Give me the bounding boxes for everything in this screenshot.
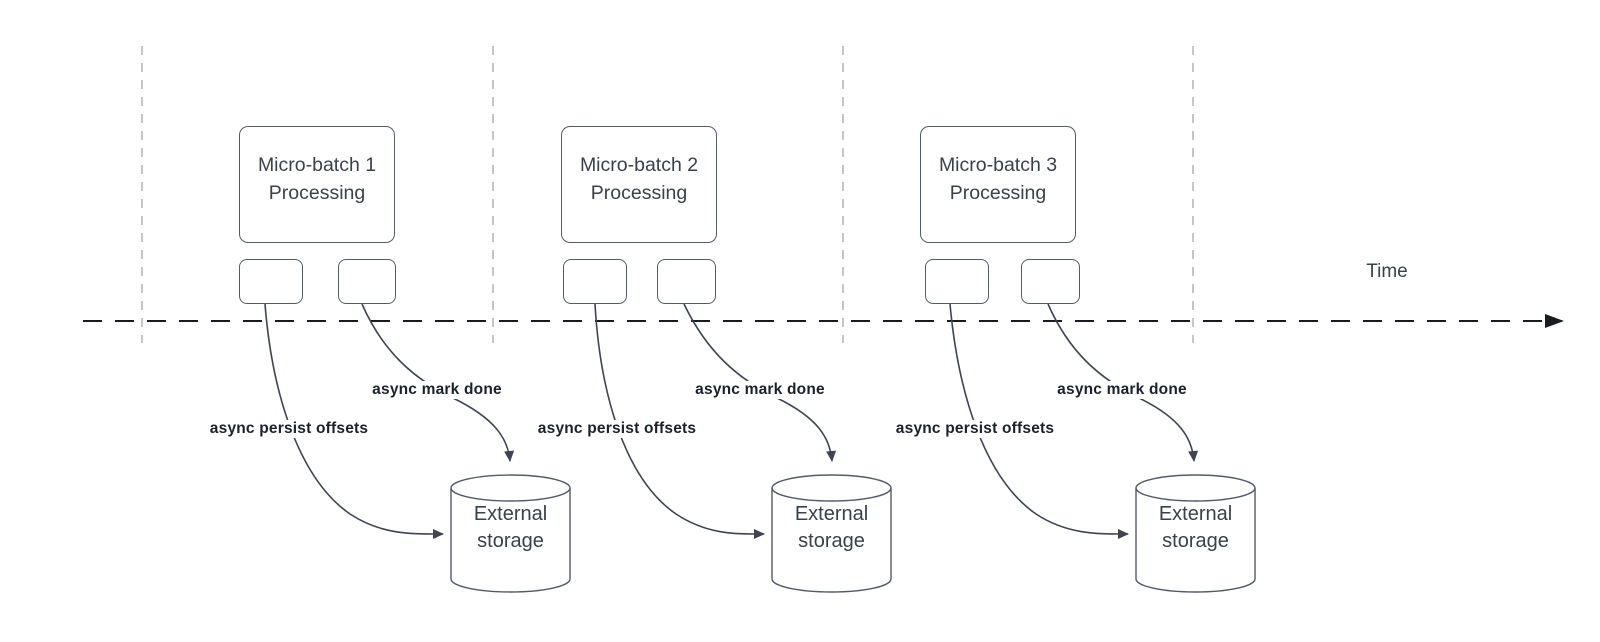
async-task-box-1b bbox=[338, 259, 396, 304]
external-storage-label-3-line1: External bbox=[1158, 503, 1233, 525]
micro-batch-2-title: Micro-batch 2 Processing bbox=[580, 151, 698, 207]
micro-batch-1-title-line1: Micro-batch 1 bbox=[257, 154, 377, 176]
micro-batch-1-title: Micro-batch 1 Processing bbox=[258, 151, 376, 207]
external-storage-label-2-line1: External bbox=[794, 503, 869, 525]
micro-batch-2-title-line2: Processing bbox=[590, 182, 688, 204]
external-storage-label-2: External storage bbox=[772, 501, 891, 555]
storage-cylinder-2 bbox=[771, 474, 892, 593]
external-storage-label-1-line2: storage bbox=[477, 530, 544, 552]
micro-batch-3-box: Micro-batch 3 Processing bbox=[920, 126, 1076, 243]
mark-done-label-3: async mark done bbox=[1054, 381, 1190, 399]
micro-batch-1-title-line2: Processing bbox=[268, 182, 366, 204]
persist-offsets-label-2: async persist offsets bbox=[534, 420, 700, 438]
time-axis-label: Time bbox=[1366, 261, 1408, 282]
external-storage-label-1-line1: External bbox=[473, 503, 548, 525]
external-storage-label-1: External storage bbox=[451, 501, 570, 555]
mark-done-label-1: async mark done bbox=[369, 381, 505, 399]
async-task-box-1a bbox=[239, 259, 303, 304]
persist-offsets-arrow-1 bbox=[264, 303, 444, 540]
micro-batch-2-box: Micro-batch 2 Processing bbox=[561, 126, 717, 243]
micro-batch-2-title-line1: Micro-batch 2 bbox=[579, 154, 699, 176]
storage-cylinder-3 bbox=[1135, 474, 1256, 593]
mark-done-label-2: async mark done bbox=[692, 381, 828, 399]
async-task-box-3b bbox=[1021, 259, 1080, 304]
persist-offsets-label-1: async persist offsets bbox=[206, 420, 372, 438]
micro-batch-1-box: Micro-batch 1 Processing bbox=[239, 126, 395, 243]
external-storage-label-3: External storage bbox=[1136, 501, 1255, 555]
storage-cylinder-1 bbox=[450, 474, 571, 593]
external-storage-label-3-line2: storage bbox=[1162, 530, 1229, 552]
micro-batch-3-title-line1: Micro-batch 3 bbox=[938, 154, 1058, 176]
micro-batch-3-title: Micro-batch 3 Processing bbox=[939, 151, 1057, 207]
async-task-box-3a bbox=[925, 259, 989, 304]
external-storage-label-2-line2: storage bbox=[798, 530, 865, 552]
async-task-box-2a bbox=[563, 259, 627, 304]
persist-offsets-arrow-3 bbox=[949, 303, 1129, 540]
async-task-box-2b bbox=[657, 259, 716, 304]
micro-batch-3-title-line2: Processing bbox=[949, 182, 1047, 204]
persist-offsets-arrow-2 bbox=[594, 303, 765, 540]
persist-offsets-label-3: async persist offsets bbox=[892, 420, 1058, 438]
